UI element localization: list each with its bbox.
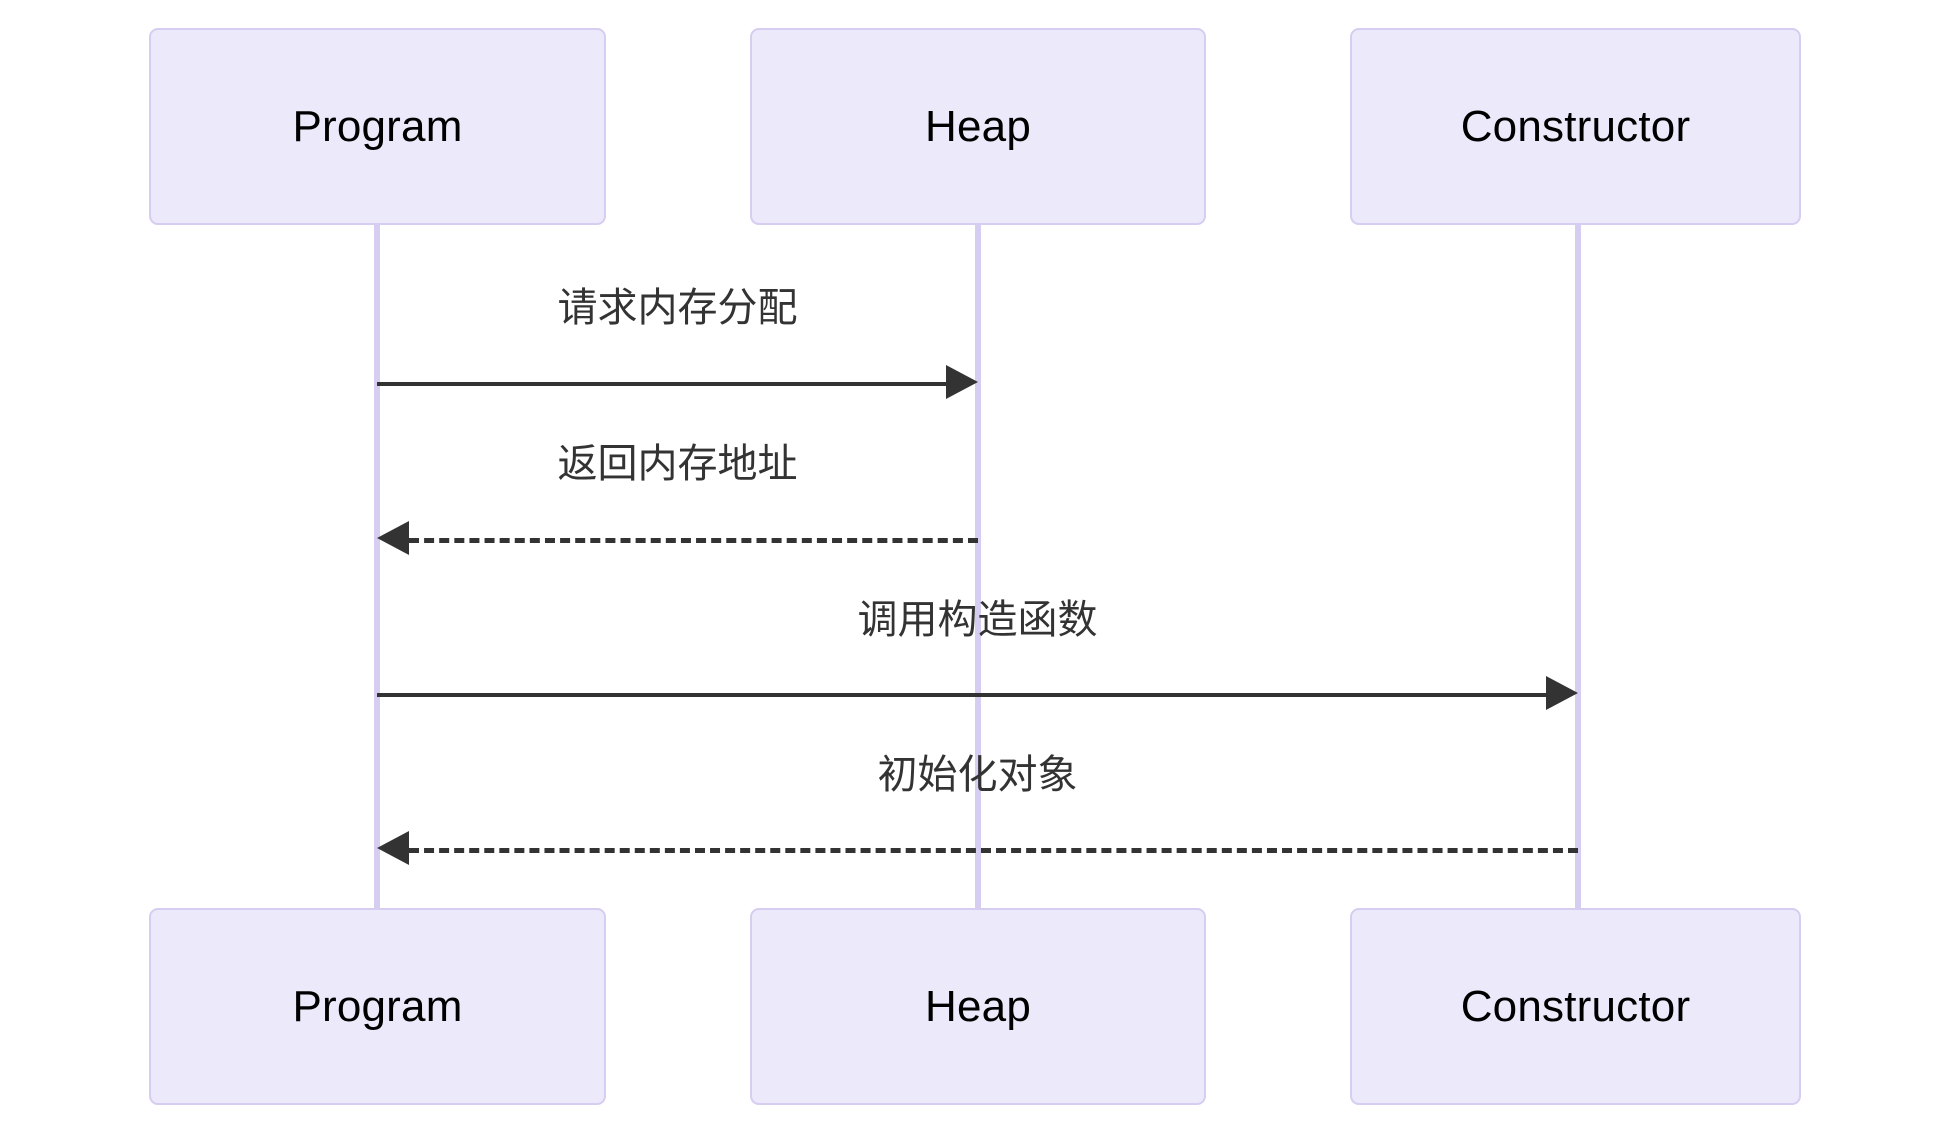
participant-box-heap-top[interactable]: Heap bbox=[750, 28, 1206, 225]
participant-box-program-bottom[interactable]: Program bbox=[149, 908, 606, 1105]
message-line-4[interactable] bbox=[409, 848, 1578, 853]
participant-box-constructor-bottom[interactable]: Constructor bbox=[1350, 908, 1801, 1105]
message-label-3: 调用构造函数 bbox=[857, 598, 1098, 642]
message-label-1: 请求内存分配 bbox=[557, 286, 798, 330]
participant-label-program-top: Program bbox=[292, 101, 463, 151]
participant-label-constructor-top: Constructor bbox=[1460, 101, 1691, 151]
participant-label-constructor-bottom: Constructor bbox=[1460, 981, 1691, 1031]
arrow-head-right-3 bbox=[1546, 676, 1578, 710]
participant-label-program-bottom: Program bbox=[292, 981, 463, 1031]
message-line-2[interactable] bbox=[409, 538, 978, 543]
arrow-head-left-2 bbox=[377, 521, 409, 555]
message-label-2: 返回内存地址 bbox=[557, 442, 798, 486]
arrow-head-right-1 bbox=[946, 365, 978, 399]
message-line-1[interactable] bbox=[377, 382, 948, 386]
participant-box-constructor-top[interactable]: Constructor bbox=[1350, 28, 1801, 225]
lifeline-heap bbox=[975, 225, 981, 908]
lifeline-program bbox=[374, 225, 380, 908]
arrow-head-left-4 bbox=[377, 831, 409, 865]
participant-box-program-top[interactable]: Program bbox=[149, 28, 606, 225]
lifeline-constructor bbox=[1575, 225, 1581, 908]
message-label-4: 初始化对象 bbox=[877, 753, 1078, 797]
message-line-3[interactable] bbox=[377, 693, 1548, 697]
participant-box-heap-bottom[interactable]: Heap bbox=[750, 908, 1206, 1105]
participant-label-heap-top: Heap bbox=[925, 101, 1031, 151]
participant-label-heap-bottom: Heap bbox=[925, 981, 1031, 1031]
